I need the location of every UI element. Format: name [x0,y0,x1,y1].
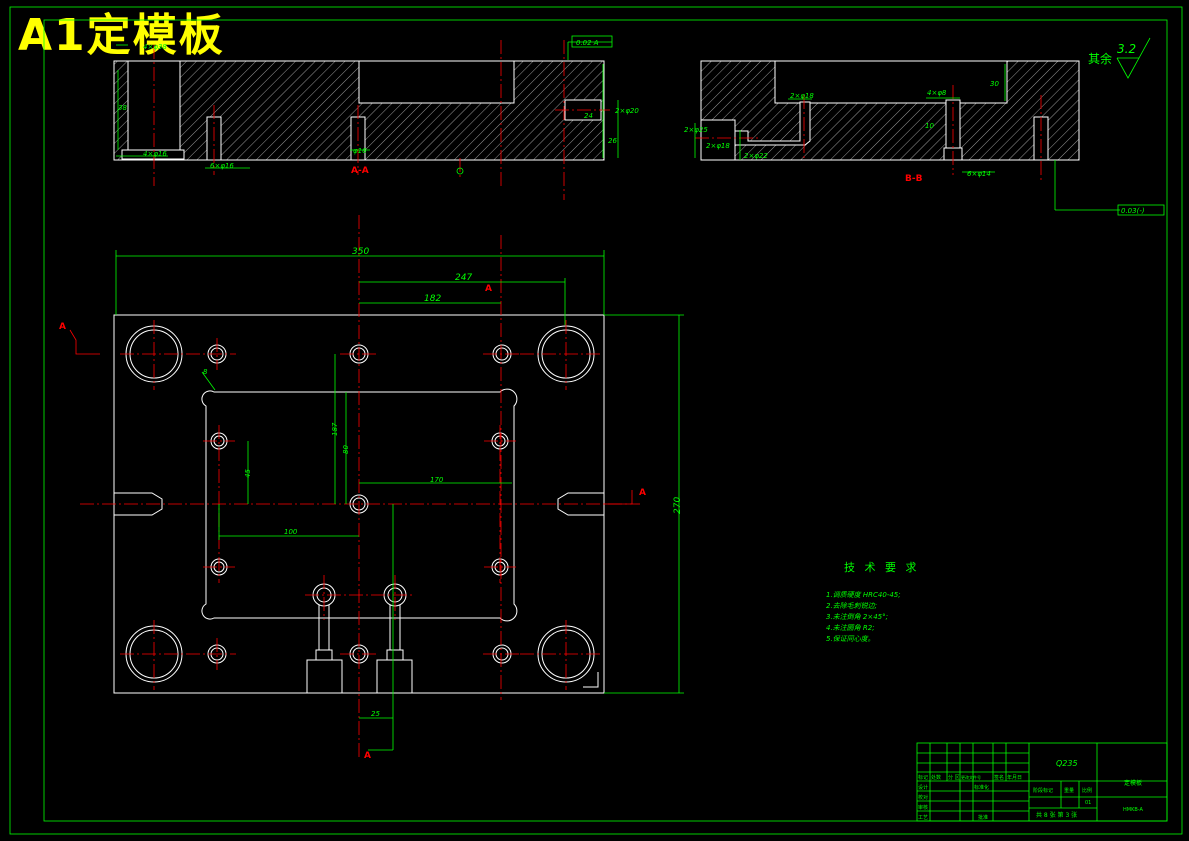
tb-label-date: 年月日 [1007,774,1022,781]
section-a-left: A [59,322,66,332]
title-block [916,742,1168,822]
tb-label-doc: 更改文件号 [961,774,981,780]
dim-270: 270 [673,497,683,514]
bb-6x-phi14: 6×φ14 [967,170,991,178]
dim-170: 170 [430,476,444,484]
tb-weight: 重量 [1064,787,1074,794]
bb-2x-phi18-b: 2×φ18 [706,142,730,150]
bb-dim-30: 30 [990,80,999,88]
tb-part-name: 定模板 [1124,779,1142,787]
tb-review: 审核 [918,804,928,811]
tb-label-count: 处数 [931,774,941,781]
dim-182: 182 [424,294,441,304]
dim-24: 24 [584,112,593,120]
tb-standard: 标准化 [974,784,989,791]
bb-dim-10: 10 [925,122,934,130]
tb-label-sign: 签名 [994,774,1004,781]
dim-25: 25 [371,710,380,718]
dim-38: 38 [118,104,127,112]
roughness-label: 其余 [1088,51,1112,66]
plan-view [69,215,684,760]
tech-req-item-1: 1.调质硬度 HRC40-45; [826,591,901,599]
outer-border [9,6,1183,835]
tb-design: 设计 [918,784,928,791]
dim-80: 80 [342,445,350,454]
section-a-bottom: A [364,751,371,761]
dim-26: 26 [608,137,617,145]
tech-req-item-2: 2.去除毛刺锐边; [826,602,877,610]
dim-2x-phi20: 2×φ20 [615,107,639,115]
section-label-bb: B-B [905,174,923,184]
section-a-top: A [485,284,492,294]
dim-247: 247 [455,273,472,283]
tb-sheets: 共 8 张 第 3 张 [1036,811,1077,819]
bb-2x-phi22: 2×φ22 [744,152,768,160]
parallel-tolerance: 0.02 A [576,39,599,47]
tb-material: Q235 [1056,759,1078,768]
perpendicular-tolerance: 0.03(-) [1121,207,1145,215]
section-label-aa: A-A [351,166,369,176]
bb-2x-phi25: 2×φ25 [684,126,708,134]
tb-scale: 比例 [1082,787,1092,794]
tb-label-mark: 标记 [918,774,928,781]
section-bb [694,37,1165,216]
section-aa [113,35,619,200]
bb-4x-phi8: 4×φ8 [927,89,947,97]
tb-label-zone: 分 区 [948,774,960,781]
dim-r8: 8 [203,368,208,376]
tb-process: 工艺 [918,815,928,821]
tb-stage-mark: 阶段标记 [1033,787,1053,794]
dim-100: 100 [284,528,298,536]
dim-4x-phi16: 4×φ16 [143,150,167,158]
tech-req-item-5: 5.保证同心度。 [826,635,875,643]
section-a-right: A [639,488,646,498]
tech-req-item-4: 4.未注圆角 R2; [826,624,875,632]
tb-approve: 批准 [978,814,988,821]
dim-4x-phi38: 4×φ38 [143,43,167,51]
dim-45: 45 [244,469,252,478]
dim-6x-phi16: 6×φ16 [210,162,234,170]
tech-req-title: 技 术 要 求 [844,561,920,574]
tb-scale-value: 01 [1085,800,1091,806]
tb-check: 校对 [918,794,928,801]
dim-phi16: φ16 [353,147,367,155]
sheet-title: A1定模板 [18,10,225,61]
dim-187: 187 [331,422,339,436]
roughness-value: 3.2 [1117,42,1136,56]
bb-2x-phi18-a: 2×φ18 [790,92,814,100]
tb-drawing-no: HMKB-A [1123,807,1143,813]
tech-req-item-3: 3.未注倒角 2×45°; [826,613,888,621]
dim-350: 350 [352,247,369,257]
inner-border [43,19,1168,822]
